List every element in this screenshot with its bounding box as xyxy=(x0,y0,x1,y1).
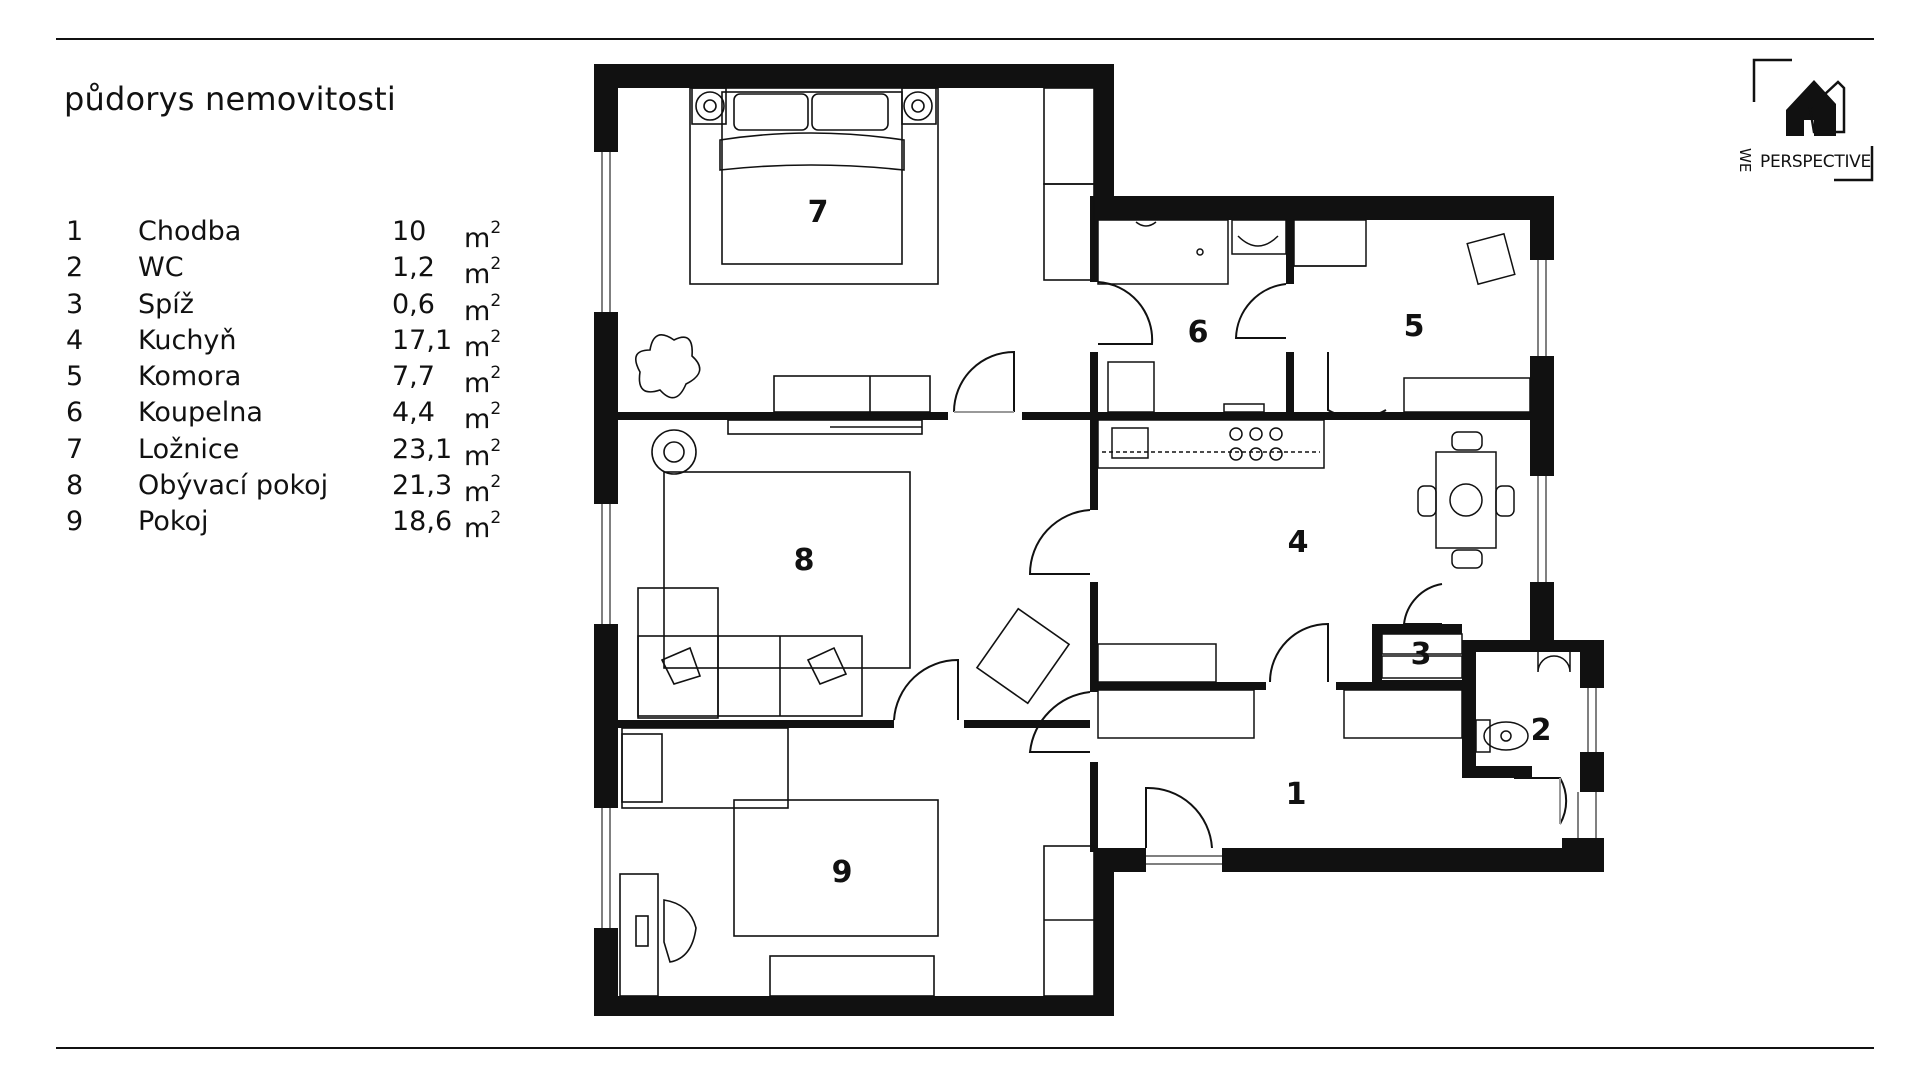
legend-room-name: Chodba xyxy=(138,216,242,247)
floor-plan: 1 2 3 4 5 6 7 8 9 xyxy=(594,64,1604,1016)
legend-area: 7,7 xyxy=(392,361,435,393)
kitchen-fixtures xyxy=(1097,419,1515,683)
logo-word-perspective: PERSPECTIVE xyxy=(1760,152,1871,172)
legend-unit: m2 xyxy=(464,254,502,291)
legend-room-name: Obývací pokoj xyxy=(138,470,329,502)
legend-number: 8 xyxy=(66,470,84,502)
legend-unit: m2 xyxy=(464,363,502,400)
legend-area: 1,2 xyxy=(392,252,435,284)
legend-room-name: Ložnice xyxy=(138,433,240,465)
room-label-7: 7 xyxy=(808,195,829,230)
legend-room-name: Koupelna xyxy=(138,397,263,429)
legend-unit: m2 xyxy=(464,218,502,254)
house-icon xyxy=(1786,80,1846,136)
hallway-cabinets xyxy=(1097,689,1463,739)
legend-room-name: Pokoj xyxy=(138,506,209,538)
legend-number: 9 xyxy=(66,506,84,538)
room-label-4: 4 xyxy=(1288,525,1309,560)
doors xyxy=(893,281,1568,849)
bedroom-wardrobe xyxy=(773,87,1095,413)
legend-area: 21,3 xyxy=(392,470,453,502)
exterior-walls xyxy=(594,64,1604,1016)
legend-unit: m2 xyxy=(464,472,502,509)
room-label-3: 3 xyxy=(1411,637,1432,672)
logo-word-we: WE xyxy=(1736,148,1754,173)
legend-number: 1 xyxy=(66,216,84,247)
bathroom-fixtures xyxy=(1097,219,1287,413)
legend-room-name: WC xyxy=(138,252,184,284)
legend-room-name: Komora xyxy=(138,361,242,393)
we-perspective-logo xyxy=(1752,58,1874,182)
top-rule xyxy=(56,38,1874,40)
legend-number: 4 xyxy=(66,324,84,356)
legend-unit: m2 xyxy=(464,326,502,363)
legend-unit: m2 xyxy=(464,399,502,436)
interior-walls xyxy=(618,196,1530,852)
storage-fixtures xyxy=(1293,219,1531,413)
legend-number: 7 xyxy=(66,433,84,465)
room-label-2: 2 xyxy=(1531,713,1552,748)
room-label-1: 1 xyxy=(1286,777,1307,812)
toilet-icon xyxy=(1475,652,1571,753)
legend-room-name: Kuchyň xyxy=(138,324,237,356)
legend-number: 3 xyxy=(66,288,84,320)
legend-number: 2 xyxy=(66,252,84,284)
legend-area: 18,6 xyxy=(392,506,453,538)
legend-unit: m2 xyxy=(464,435,502,472)
pantry-shelves xyxy=(1381,633,1463,679)
bottom-rule xyxy=(56,1047,1874,1049)
legend-unit: m2 xyxy=(464,508,502,545)
legend-area: 4,4 xyxy=(392,397,435,429)
page-title: půdorys nemovitosti xyxy=(64,80,397,118)
room-label-8: 8 xyxy=(794,543,815,578)
legend-area: 23,1 xyxy=(392,433,453,465)
room-9-furniture xyxy=(619,727,1095,997)
living-room-furniture xyxy=(637,419,1071,719)
legend-unit: m2 xyxy=(464,290,502,327)
legend-area: 10 xyxy=(392,216,427,247)
legend-area: 0,6 xyxy=(392,288,435,320)
windows xyxy=(601,152,1597,928)
room-label-5: 5 xyxy=(1404,309,1425,344)
legend-room-name: Spíž xyxy=(138,288,194,320)
room-label-6: 6 xyxy=(1188,315,1209,350)
plant-icon xyxy=(634,334,701,399)
legend-number: 6 xyxy=(66,397,84,429)
legend-number: 5 xyxy=(66,361,84,393)
legend-area: 17,1 xyxy=(392,324,453,356)
room-label-9: 9 xyxy=(832,855,853,890)
bed xyxy=(689,87,939,285)
